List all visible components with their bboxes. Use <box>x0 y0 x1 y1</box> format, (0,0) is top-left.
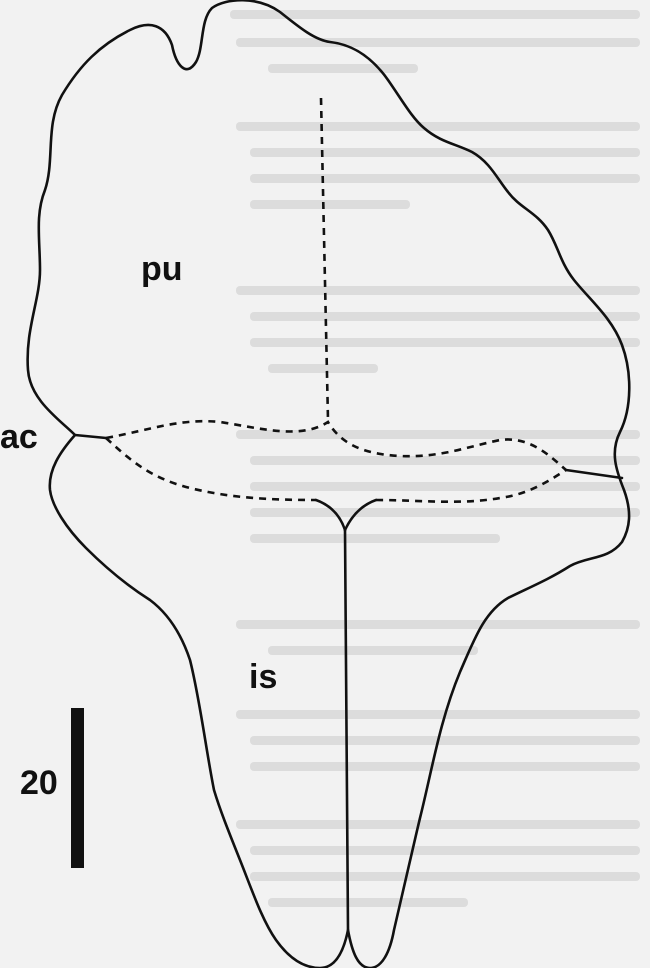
lower-dashed-suture <box>106 438 566 502</box>
scale-bar-label: 20 <box>20 766 58 800</box>
bone-outer-contour <box>28 0 630 968</box>
label-ischium: is <box>249 660 277 694</box>
right-suture-tick <box>566 470 622 478</box>
ischium-fork-left <box>316 500 345 530</box>
label-acetabulum: ac <box>0 420 38 454</box>
scale-bar <box>71 708 84 868</box>
upper-dashed-suture <box>106 421 566 470</box>
ischium-fork-right <box>345 500 376 530</box>
label-pubis: pu <box>141 252 183 286</box>
pubis-dashed-suture <box>321 98 328 420</box>
ac-suture-tick <box>75 435 106 438</box>
ischium-midline <box>345 530 348 930</box>
